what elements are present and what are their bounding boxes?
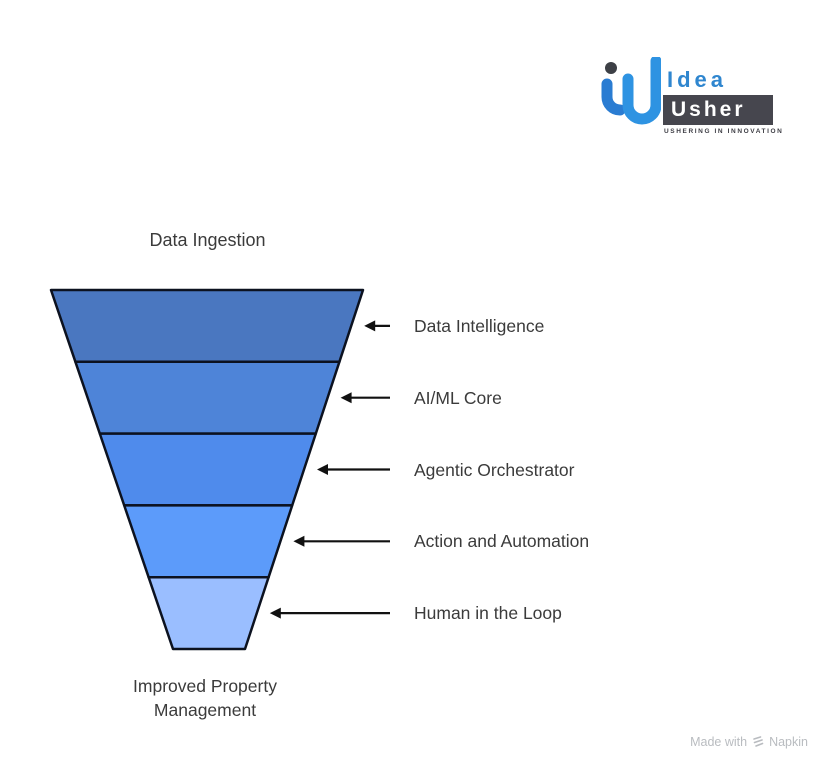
funnel-segment: [74, 360, 341, 435]
funnel-label: Action and Automation: [414, 531, 590, 552]
arrow-head-icon: [364, 320, 376, 332]
logo-brand-bottom: Usher: [663, 95, 773, 125]
funnel-diagram: [49, 288, 390, 651]
arrow-head-icon: [269, 607, 281, 619]
logo-tagline: USHERING IN INNOVATION: [664, 128, 784, 135]
arrow-head-icon: [317, 464, 328, 475]
watermark-prefix: Made with: [690, 735, 748, 749]
idea-usher-logo: Idea Usher USHERING IN INNOVATION: [597, 57, 782, 137]
funnel-segment: [147, 575, 270, 651]
funnel-label: Data Intelligence: [414, 315, 545, 336]
funnel-segment: [98, 432, 318, 507]
arrow-head-icon: [340, 392, 352, 404]
funnel-label: Human in the Loop: [414, 603, 562, 624]
napkin-watermark: Made with Napkin: [690, 735, 808, 749]
funnel-bottom-title: Improved Property Management: [133, 676, 277, 720]
funnel-label: AI/ML Core: [414, 387, 502, 408]
arrow-head-icon: [293, 535, 305, 547]
watermark-suffix: Napkin: [769, 735, 808, 749]
funnel-segment: [49, 288, 365, 364]
logo-brand-top: Idea: [667, 67, 728, 92]
funnel-segment: [122, 504, 294, 579]
napkin-icon: [753, 736, 764, 747]
idea-usher-logo-icon: [601, 57, 661, 125]
funnel-top-title: Data Ingestion: [149, 230, 266, 250]
funnel-label: Agentic Orchestrator: [414, 459, 575, 480]
